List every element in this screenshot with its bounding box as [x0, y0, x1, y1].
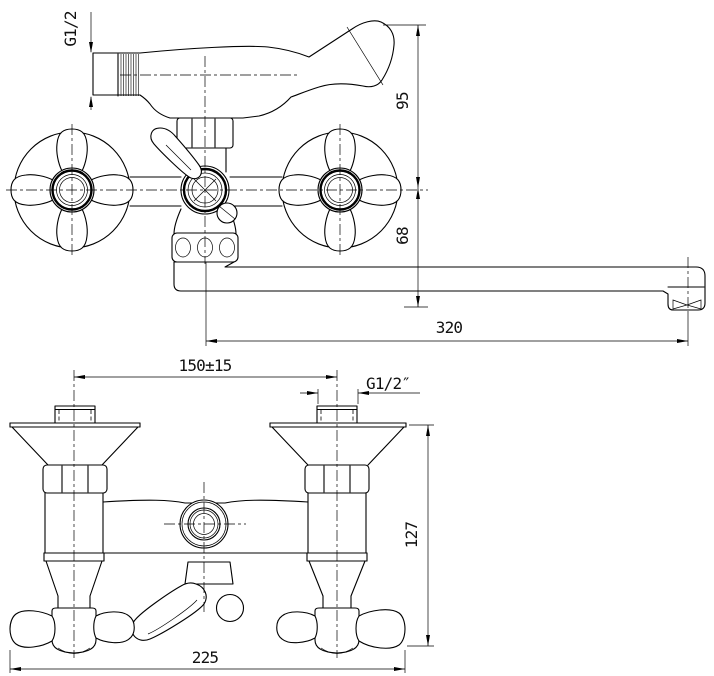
- dimension-connection-thread: G1/2″: [300, 374, 420, 404]
- spout-tube: [173, 261, 706, 311]
- dim-150-label: 150±15: [179, 356, 232, 375]
- plan-centerlines: [73, 370, 338, 658]
- dim-95-label: 95: [393, 92, 412, 110]
- dimension-inlet-thread: G1/2: [61, 11, 93, 110]
- inlet-and-spout-body: [92, 20, 395, 119]
- dimension-overall-width: 225: [9, 648, 406, 673]
- spout-cut-line: [346, 26, 384, 86]
- aerator-symbol: [672, 299, 702, 310]
- pull-knob: [216, 202, 238, 224]
- dim-225-label: 225: [192, 648, 219, 667]
- dim-68-label: 68: [393, 227, 412, 245]
- right-valve-handle: [276, 560, 406, 654]
- dimension-body-depth: 127: [402, 424, 434, 647]
- dim-127-label: 127: [402, 522, 421, 549]
- dim-g12-plan-label: G1/2″: [366, 374, 410, 393]
- dimension-mount-centers: 150±15: [74, 356, 337, 379]
- diverter-lever: [150, 127, 202, 180]
- diverter-top: [131, 561, 245, 641]
- plan-view: 150±15 G1/2″ 127 225: [9, 356, 434, 673]
- left-mount: [9, 405, 141, 554]
- front-view: G1/2 95 68 320: [6, 11, 706, 346]
- left-valve-handle: [9, 560, 135, 654]
- dim-inlet-thread-label: G1/2: [61, 11, 80, 46]
- front-centerlines: [6, 56, 689, 316]
- dim-320-label: 320: [436, 318, 463, 337]
- dimension-spout-rise-drop: 95 68: [383, 24, 428, 308]
- right-mount: [269, 405, 407, 554]
- dimension-spout-reach: 320: [205, 262, 689, 346]
